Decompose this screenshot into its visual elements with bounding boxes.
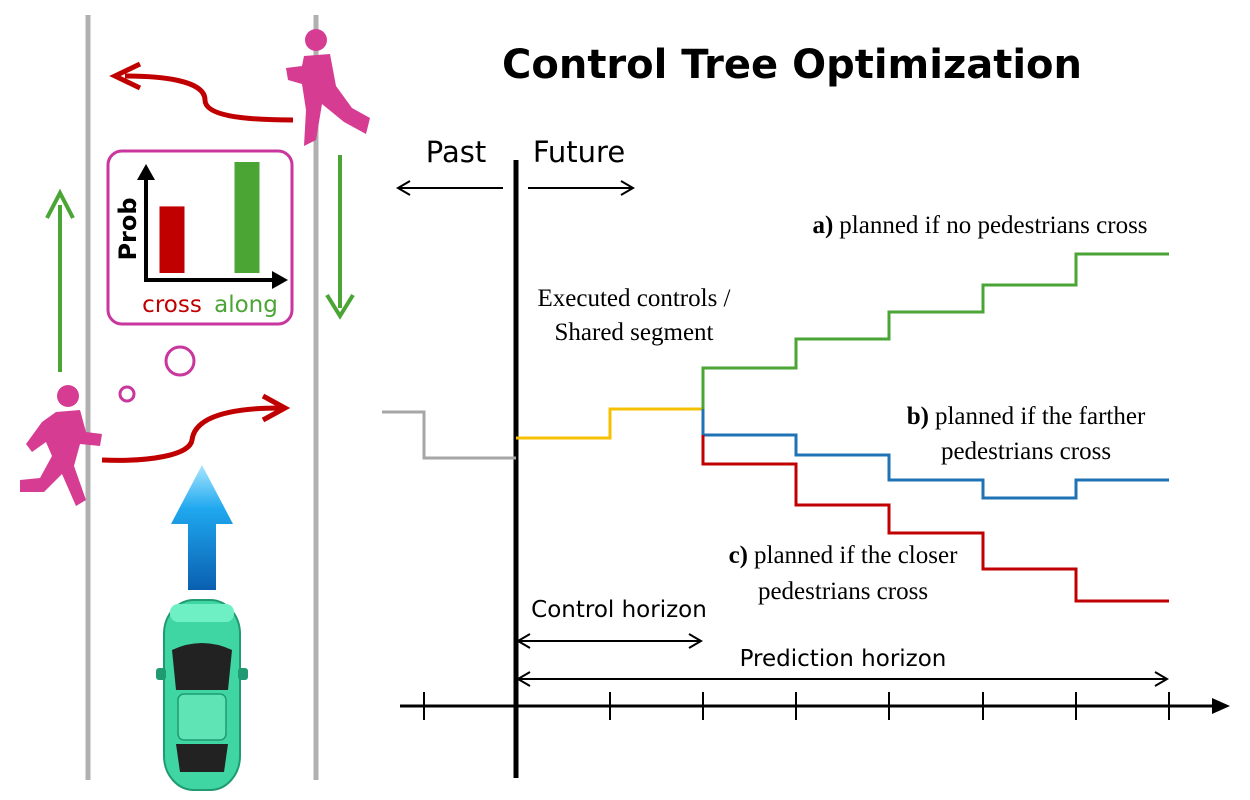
pedestrian-top-icon — [286, 29, 370, 146]
branch-b-line — [701, 409, 1169, 500]
branch-b-label-line1: b)planned if the farther — [907, 403, 1146, 430]
probability-chart-ylabel: Prob — [114, 197, 142, 260]
branch-b-text: planned if the farther — [935, 403, 1146, 430]
time-axis-arrow-icon — [1212, 698, 1230, 714]
past-label: Past — [426, 135, 486, 169]
branch-c-text: planned if the closer — [754, 542, 958, 569]
probability-chart: Prob cross along — [106, 149, 294, 326]
page-title: Control Tree Optimization — [502, 42, 1082, 88]
prediction-horizon-arrow-icon — [516, 671, 1169, 687]
probability-chart-category-along: along — [214, 292, 278, 318]
probability-bars — [159, 162, 260, 273]
branch-a-tag: a) — [812, 212, 833, 239]
branch-a-line — [701, 252, 1169, 409]
branch-c-line — [701, 435, 1169, 603]
probability-chart-y-arrow-icon — [137, 164, 155, 180]
branch-b-label-line2: pedestrians cross — [941, 438, 1111, 465]
probability-chart-category-cross: cross — [142, 292, 202, 318]
past-controls-line — [382, 410, 516, 460]
thought-bubble-small — [118, 385, 136, 403]
along-arrow-right-icon — [325, 155, 355, 320]
prediction-horizon-label: Prediction horizon — [740, 646, 947, 672]
future-label: Future — [533, 135, 625, 169]
branch-c-label-line2: pedestrians cross — [758, 578, 928, 605]
road-scene: Prob cross along — [20, 15, 370, 791]
thought-bubble-medium — [164, 345, 196, 377]
branch-c-label-line1: c)planned if the closer — [729, 542, 958, 569]
cross-arrow-top-icon — [109, 61, 294, 123]
shared-segment-line — [516, 407, 703, 440]
branch-c-tag: c) — [729, 542, 748, 569]
branch-b-tag: b) — [907, 403, 929, 430]
probability-bar-cross — [159, 206, 185, 273]
shared-segment-label-line1: Executed controls / — [538, 285, 731, 312]
blue-up-arrow-icon — [171, 465, 233, 590]
along-arrow-left-icon — [45, 188, 75, 372]
branch-a-label: a)planned if no pedestrians cross — [812, 212, 1147, 239]
time-axis — [400, 692, 1230, 720]
future-arrow-icon — [528, 180, 635, 196]
car-icon — [156, 599, 248, 791]
control-horizon-label: Control horizon — [531, 597, 707, 623]
probability-chart-x-arrow-icon — [272, 271, 288, 289]
past-arrow-icon — [396, 180, 503, 196]
control-tree-plot: Control Tree Optimization Past Future — [382, 42, 1230, 778]
pedestrian-bottom-icon — [20, 385, 102, 506]
cross-arrow-bottom-icon — [101, 393, 291, 463]
shared-segment-label-line2: Shared segment — [555, 319, 714, 346]
probability-bar-along — [234, 162, 260, 273]
branch-a-text: planned if no pedestrians cross — [839, 212, 1147, 239]
control-horizon-arrow-icon — [516, 633, 703, 649]
